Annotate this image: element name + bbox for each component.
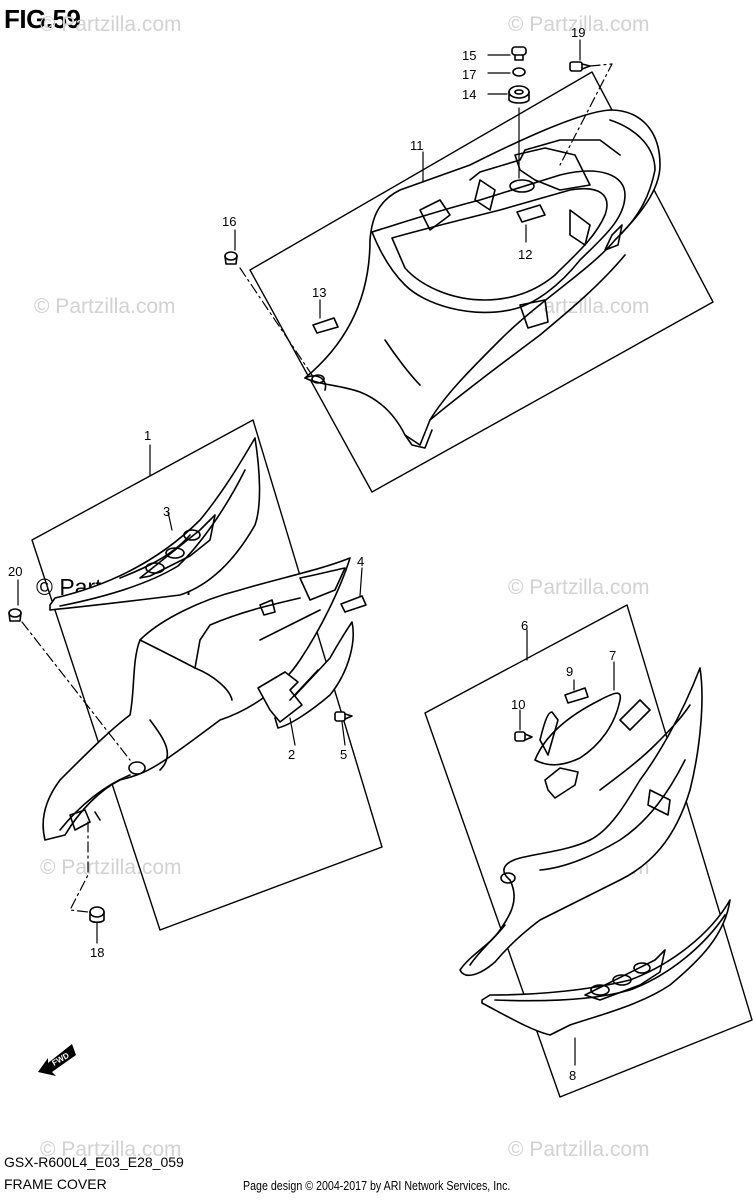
callout-15: 15 <box>462 48 476 63</box>
tab-12 <box>516 204 546 223</box>
callout-1: 1 <box>144 428 151 443</box>
seat-tail-group-frame <box>249 71 714 493</box>
callout-3: 3 <box>163 504 170 519</box>
cover-stripe-8 <box>481 899 731 1036</box>
tab-13 <box>312 317 339 334</box>
part-group-name: FRAME COVER <box>4 1176 107 1192</box>
model-code: GSX-R600L4_E03_E28_059 <box>4 1154 184 1170</box>
right-frame-cover-6 <box>459 667 703 977</box>
callout-6: 6 <box>521 618 528 633</box>
watermark: © Partzilla.com <box>508 1138 650 1161</box>
tab-9 <box>564 687 589 704</box>
cover-stripe-3 <box>49 437 261 611</box>
callout-7: 7 <box>609 648 616 663</box>
left-frame-cover-group-frame <box>31 419 383 931</box>
watermark: © Partzilla.com <box>34 295 176 318</box>
callout-16: 16 <box>222 214 236 229</box>
callout-13: 13 <box>312 285 326 300</box>
small-cover-2 <box>257 621 354 729</box>
watermark: © Partzilla.com <box>508 576 650 599</box>
callout-11: 11 <box>410 138 424 153</box>
callout-17: 17 <box>462 67 476 82</box>
tab-4 <box>340 595 367 613</box>
assembly-dash-lines <box>21 63 613 913</box>
callout-4: 4 <box>357 554 364 569</box>
watermark: © Partzilla.com <box>508 13 650 36</box>
callout-2: 2 <box>288 747 295 762</box>
callout-18: 18 <box>90 945 104 960</box>
callout-8: 8 <box>569 1068 576 1083</box>
watermark: © Partzilla.com <box>40 1138 182 1161</box>
callout-numbers: 1 2 3 4 5 6 7 8 9 10 11 12 13 14 15 16 1… <box>8 25 616 1083</box>
callout-10: 10 <box>511 697 525 712</box>
watermark: © Partzilla.com <box>40 13 182 36</box>
callout-19: 19 <box>571 25 585 40</box>
leader-lines <box>17 39 615 1066</box>
seat-tail-cowl-drawing <box>304 109 661 449</box>
callout-12: 12 <box>518 247 532 262</box>
callout-9: 9 <box>566 664 573 679</box>
callout-20: 20 <box>8 564 22 579</box>
cover-piece-7 <box>534 692 622 799</box>
fasteners <box>8 46 591 924</box>
callout-14: 14 <box>462 87 476 102</box>
page-credit: Page design © 2004-2017 by ARI Network S… <box>243 1178 511 1193</box>
figure-title: FIG.59 <box>4 4 81 34</box>
right-frame-cover-group-frame <box>424 604 753 1098</box>
callout-5: 5 <box>340 747 347 762</box>
fwd-direction-badge: FWD <box>38 1044 76 1076</box>
watermark: © Partzilla.com <box>40 856 182 879</box>
left-frame-cover-1 <box>42 557 351 841</box>
